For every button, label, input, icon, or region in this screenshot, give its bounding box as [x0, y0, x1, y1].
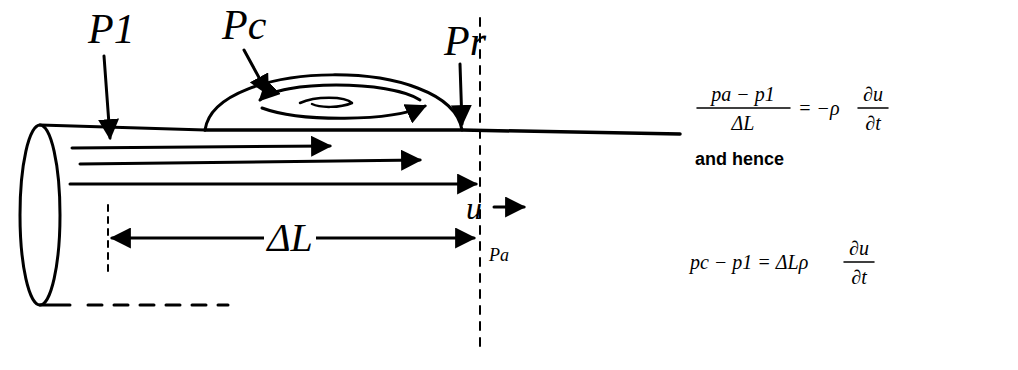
- leader-arrow: [104, 56, 110, 138]
- equation-term: ∂t: [865, 113, 880, 133]
- vortex-core: [300, 98, 352, 107]
- pressure-label: Pc: [222, 4, 266, 46]
- equation-term: = −ρ: [798, 98, 840, 118]
- fraction-bar: [697, 107, 790, 109]
- pressure-label: Pr: [444, 20, 486, 62]
- flow-arrow: [70, 183, 476, 186]
- cavity-dome: [205, 75, 462, 130]
- equation-term: ∂u: [849, 238, 869, 258]
- equation-term: pa − p1: [711, 84, 775, 104]
- point-label: Pa: [486, 246, 512, 264]
- pressure-label: P1: [88, 8, 135, 50]
- section-tick: [107, 205, 109, 275]
- velocity-label: u: [466, 192, 482, 224]
- note-text: and hence: [695, 150, 784, 168]
- equation-term: ∂t: [851, 267, 866, 287]
- fraction-bar: [844, 261, 874, 263]
- flow-arrow: [80, 160, 420, 164]
- pipe-wall: [40, 125, 205, 130]
- pipe-wall: [205, 130, 680, 134]
- velocity-arrow: [494, 206, 524, 209]
- pipe-end: [20, 125, 60, 305]
- section-line: [479, 18, 481, 352]
- leader-arrow: [244, 50, 268, 94]
- equation-term: pc − p1 = ΔLρ: [690, 252, 808, 272]
- length-label: ΔL: [264, 218, 316, 258]
- equation-term: ΔL: [732, 113, 755, 133]
- pipe-wall: [40, 304, 70, 307]
- flow-arrow: [72, 146, 330, 148]
- pipe-wall-dashed: [88, 304, 228, 307]
- equation-term: ∂u: [863, 84, 883, 104]
- vortex-arrow: [262, 106, 425, 118]
- leader-arrow: [460, 64, 462, 124]
- fraction-bar: [858, 107, 888, 109]
